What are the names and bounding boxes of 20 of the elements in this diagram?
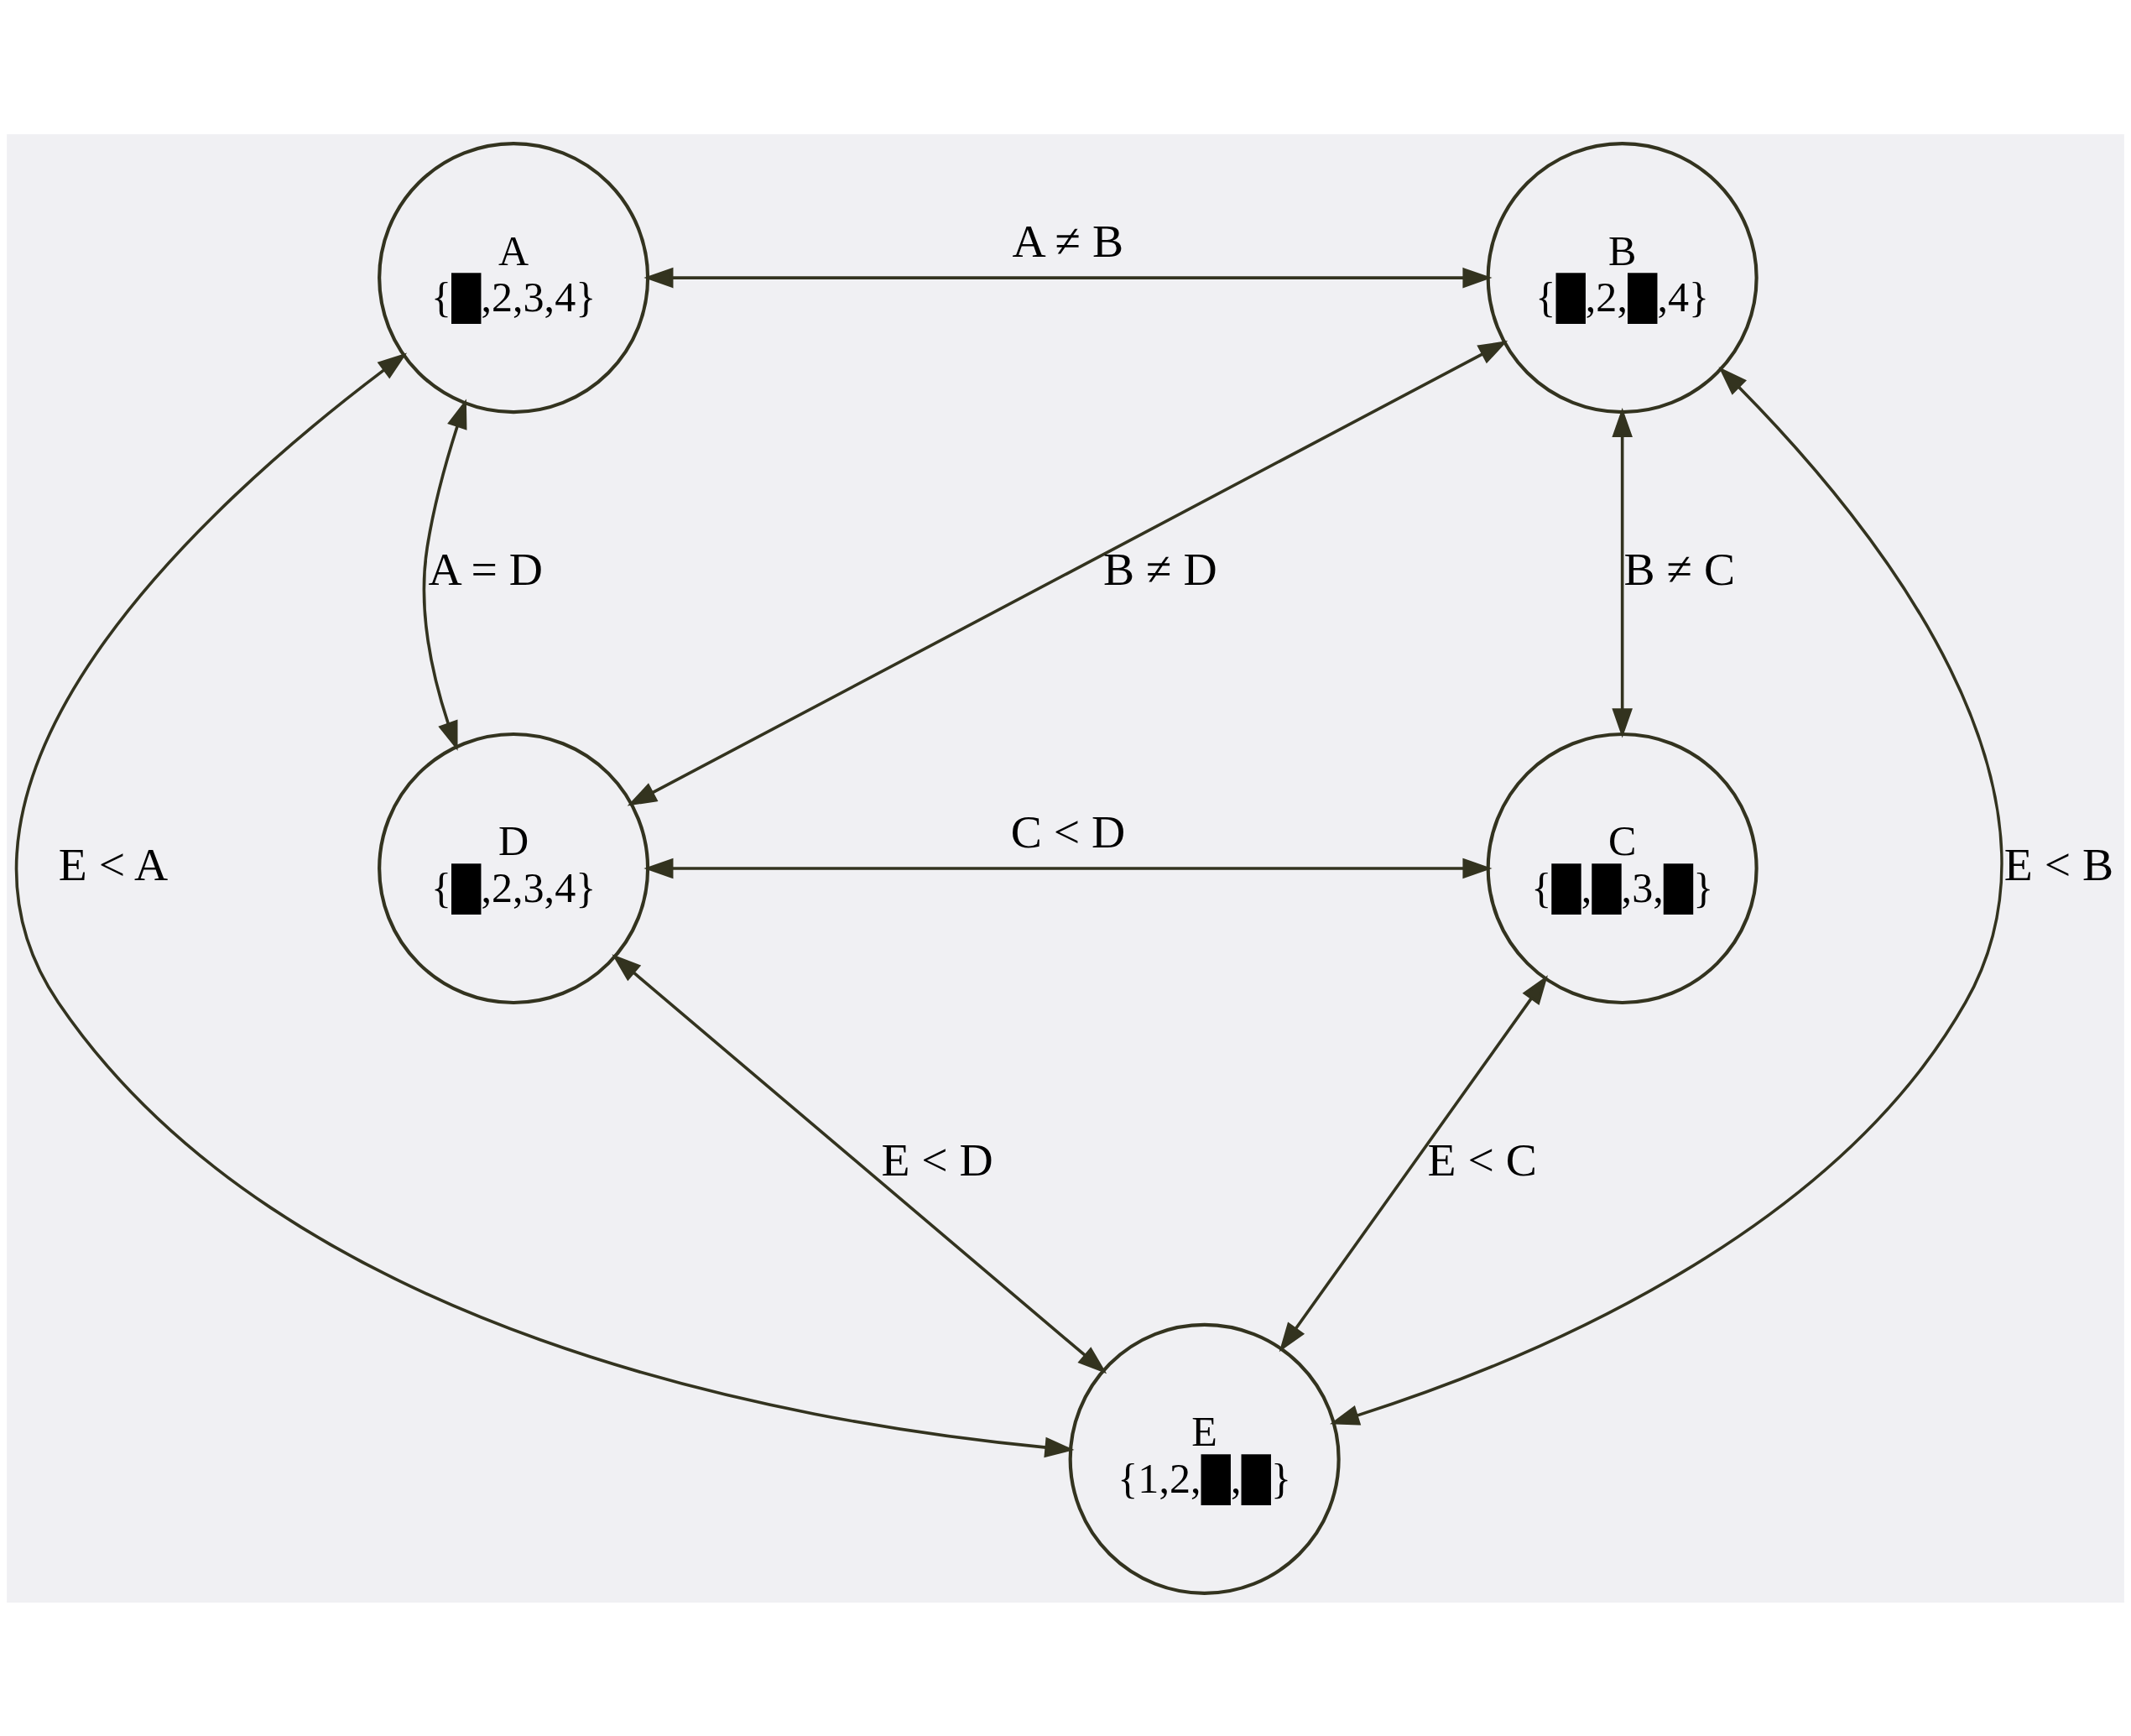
edge-label: A = D bbox=[428, 542, 543, 595]
edge-label: B ≠ D bbox=[1102, 542, 1217, 595]
arrow bbox=[16, 352, 1075, 1457]
node-circle: B {█,2,█,4} bbox=[1486, 141, 1758, 414]
arrow bbox=[1279, 974, 1548, 1352]
edge-label: C < D bbox=[1010, 805, 1126, 858]
arrow bbox=[422, 398, 467, 751]
node-circle: D {█,2,3,4} bbox=[378, 732, 650, 1004]
edge-label: E < A bbox=[58, 837, 169, 890]
edge-label: E < B bbox=[2003, 837, 2114, 890]
arrow bbox=[643, 858, 1493, 878]
arrow bbox=[627, 340, 1508, 806]
arrow bbox=[1612, 407, 1633, 738]
arrow bbox=[1330, 366, 2003, 1425]
edge-label: E < D bbox=[881, 1133, 993, 1186]
arrow bbox=[612, 953, 1107, 1374]
edge-label: B ≠ C bbox=[1623, 542, 1736, 595]
arrow bbox=[643, 267, 1493, 288]
edge-label: E < C bbox=[1427, 1133, 1537, 1186]
edge-label: A ≠ B bbox=[1012, 214, 1124, 267]
